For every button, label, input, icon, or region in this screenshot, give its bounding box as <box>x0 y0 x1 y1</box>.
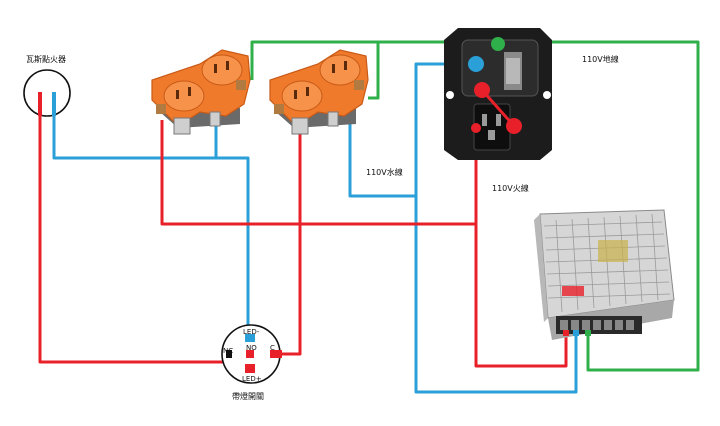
live-label: 110V火線 <box>492 183 529 193</box>
switch-label: 帶燈開關 <box>232 391 264 401</box>
outlet-2 <box>269 49 369 135</box>
ac-inlet-module <box>444 28 552 160</box>
neutral-wire <box>52 62 578 394</box>
switch-pin-no: NO <box>246 344 257 352</box>
igniter-label: 瓦斯點火器 <box>26 54 66 64</box>
ground-label: 110V地線 <box>582 54 619 64</box>
power-supply-unit <box>534 209 675 340</box>
lighted-switch <box>221 324 282 384</box>
live-wire <box>38 92 568 368</box>
switch-pin-nc: NC <box>223 347 233 355</box>
outlet-1 <box>151 49 251 135</box>
gas-igniter <box>23 69 71 117</box>
switch-pin-led-minus: LED- <box>243 328 260 336</box>
switch-pin-c: C <box>270 344 275 352</box>
switch-pin-led-plus: LED+ <box>242 375 262 383</box>
neutral-label: 110V水線 <box>366 167 403 177</box>
